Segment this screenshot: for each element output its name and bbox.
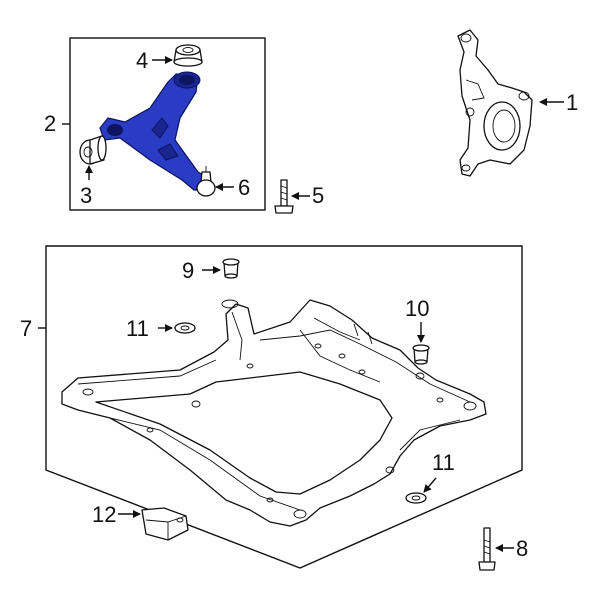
callout-10: 10 <box>405 296 429 321</box>
callout-9: 9 <box>182 258 194 283</box>
callout-7: 7 <box>20 316 32 341</box>
callout-3: 3 <box>80 183 92 208</box>
bolt-5[interactable] <box>274 179 294 214</box>
callout-11a: 11 <box>126 316 149 341</box>
front-crossmember[interactable] <box>61 299 487 527</box>
control-arm-bushing[interactable] <box>79 135 107 165</box>
ball-joint[interactable] <box>196 166 216 197</box>
lower-control-arm[interactable] <box>99 71 209 191</box>
subframe-group: 7 <box>20 245 523 569</box>
callout-6: 6 <box>238 175 250 200</box>
subframe-bushing-10[interactable] <box>412 344 430 365</box>
callout-5: 5 <box>312 183 324 208</box>
callout-4: 4 <box>136 48 148 73</box>
control-arm-group: 2 4 3 6 <box>44 37 266 211</box>
callout-11b: 11 <box>432 450 455 475</box>
mount-bracket[interactable] <box>141 507 189 541</box>
steering-knuckle[interactable] <box>457 29 533 177</box>
rear-bushing[interactable] <box>173 44 203 67</box>
subframe-group-frame <box>45 245 523 569</box>
callout-1: 1 <box>566 90 578 115</box>
subframe-bushing-9[interactable] <box>222 258 240 279</box>
bolt-8[interactable] <box>478 527 496 571</box>
callout-12: 12 <box>92 502 116 527</box>
callout-2: 2 <box>44 111 56 136</box>
callout-8: 8 <box>516 536 528 561</box>
washer-11-lower[interactable] <box>405 492 427 504</box>
washer-11-upper[interactable] <box>174 322 196 334</box>
